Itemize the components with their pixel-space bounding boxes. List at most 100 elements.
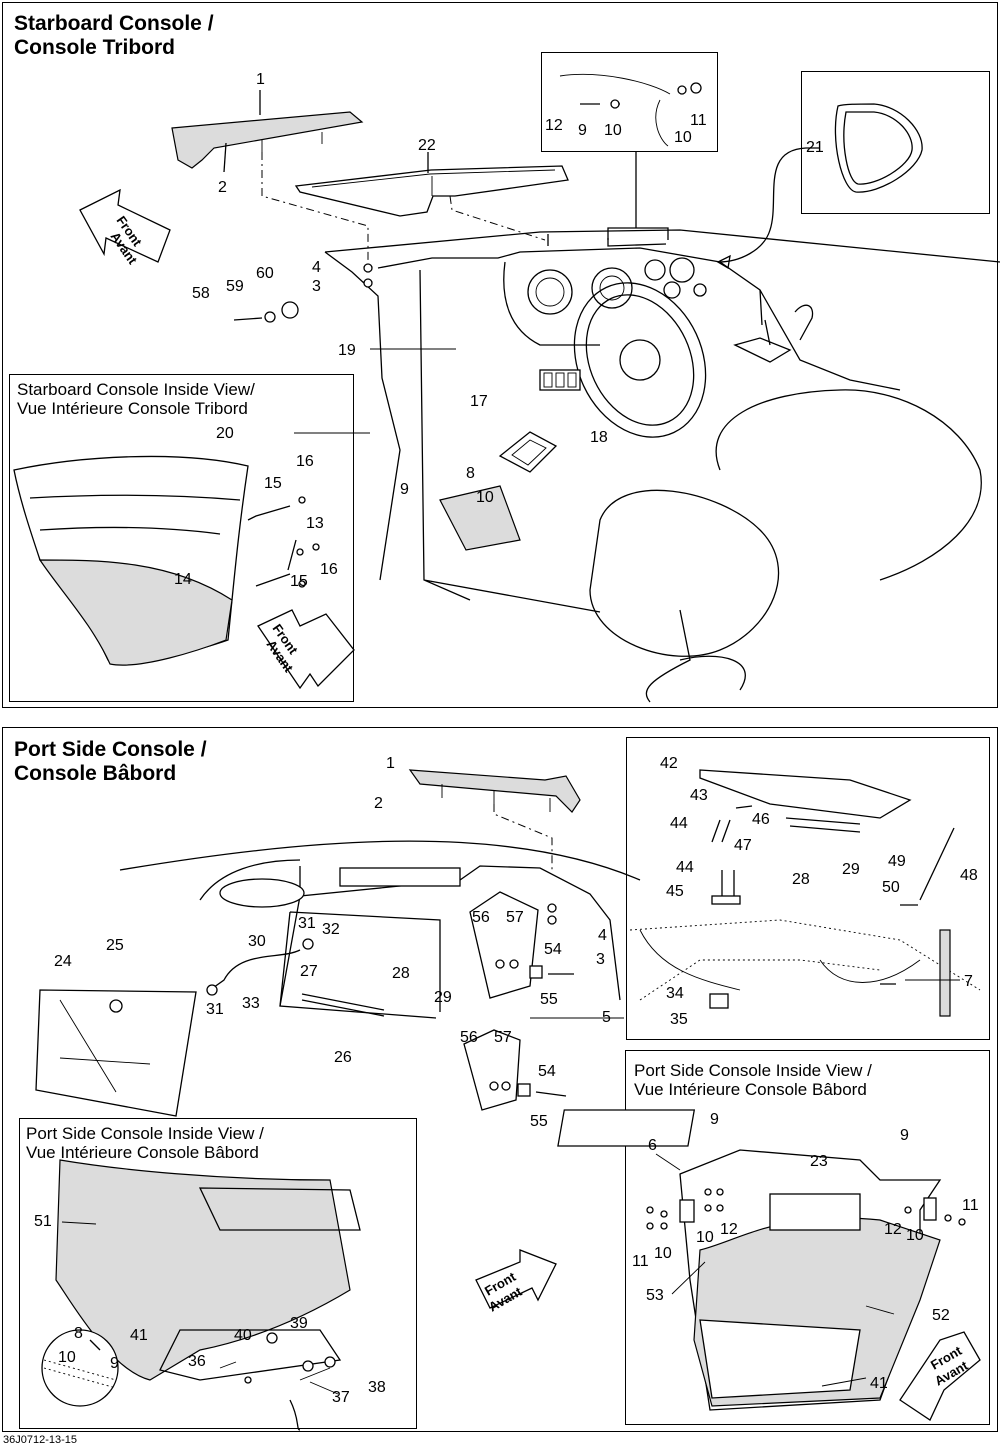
port-callout-29b: 29 [842, 861, 860, 878]
port-callout-11a: 11 [632, 1253, 649, 1270]
callout-21: 21 [806, 139, 824, 156]
port-callout-44b: 44 [676, 859, 694, 876]
callout-10a: 10 [604, 122, 622, 139]
starboard-inside-view-inset [9, 374, 354, 702]
port-callout-28b: 28 [792, 871, 810, 888]
port-callout-55b: 55 [530, 1113, 548, 1130]
front-arrow-port-left: Front Avant [475, 1249, 557, 1315]
port-callout-10a: 10 [654, 1245, 672, 1262]
port-callout-10b: 10 [696, 1229, 714, 1246]
port-callout-44a: 44 [670, 815, 688, 832]
port-callout-53: 53 [646, 1287, 664, 1304]
port-callout-56b: 56 [460, 1029, 478, 1046]
starboard-title: Starboard Console / Console Tribord [14, 12, 214, 60]
starboard-fastener-detail-inset [541, 52, 718, 152]
port-inside-view-inset-right [625, 1050, 990, 1425]
callout-16a: 16 [296, 453, 314, 470]
port-callout-39: 39 [290, 1315, 308, 1332]
port-callout-4: 4 [598, 927, 607, 944]
callout-10b: 10 [674, 129, 692, 146]
callout-15b: 15 [290, 573, 308, 590]
starboard-seal-detail-inset [801, 71, 990, 214]
starboard-section-frame [2, 2, 998, 708]
port-inside-b-line2: Vue Intérieure Console Bâbord [634, 1080, 867, 1099]
callout-16b: 16 [320, 561, 338, 578]
port-hardware-detail-inset [626, 737, 990, 1040]
port-callout-23: 23 [810, 1153, 828, 1170]
port-callout-49: 49 [888, 853, 906, 870]
port-callout-5: 5 [602, 1009, 611, 1026]
port-callout-33: 33 [242, 995, 260, 1012]
callout-1: 1 [256, 71, 265, 88]
port-callout-41: 41 [130, 1327, 148, 1344]
port-callout-6: 6 [648, 1137, 657, 1154]
port-callout-51: 51 [34, 1213, 52, 1230]
front-arrow-port-right: Front Avant [899, 1331, 981, 1421]
callout-60: 60 [256, 265, 274, 282]
port-callout-46: 46 [752, 811, 770, 828]
port-callout-41b: 41 [870, 1375, 888, 1392]
callout-12: 12 [545, 117, 563, 134]
callout-58: 58 [192, 285, 210, 302]
port-callout-9b: 9 [900, 1127, 909, 1144]
port-callout-57a: 57 [506, 909, 524, 926]
callout-20: 20 [216, 425, 234, 442]
port-callout-56a: 56 [472, 909, 490, 926]
starboard-title-line2: Console Tribord [14, 36, 176, 59]
port-callout-11b: 11 [962, 1197, 979, 1214]
port-inside-a-line2: Vue Intérieure Console Bâbord [26, 1143, 259, 1162]
callout-9: 9 [578, 122, 587, 139]
callout-22: 22 [418, 137, 436, 154]
port-inside-b-line1: Port Side Console Inside View / [634, 1061, 872, 1080]
port-callout-27: 27 [300, 963, 318, 980]
callout-3: 3 [312, 278, 321, 295]
port-callout-10: 10 [58, 1349, 76, 1366]
starboard-console-body [324, 229, 1000, 581]
port-callout-50: 50 [882, 879, 900, 896]
port-callout-1: 1 [386, 755, 395, 772]
callout-13: 13 [306, 515, 324, 532]
port-callout-2: 2 [374, 795, 383, 812]
port-callout-25: 25 [106, 937, 124, 954]
port-callout-48: 48 [960, 867, 978, 884]
drawing-code: 36J0712-13-15 [3, 1434, 78, 1446]
port-callout-54a: 54 [544, 941, 562, 958]
callout-8: 8 [466, 465, 475, 482]
port-callout-32: 32 [322, 921, 340, 938]
callout-19: 19 [338, 342, 356, 359]
port-callout-28: 28 [392, 965, 410, 982]
callout-18: 18 [590, 429, 608, 446]
port-part-23-cover [557, 1109, 696, 1147]
port-callout-52: 52 [932, 1307, 950, 1324]
port-title-line2: Console Bâbord [14, 762, 177, 785]
port-callout-8: 8 [74, 1325, 83, 1342]
starboard-inside-line2: Vue Intérieure Console Tribord [17, 399, 248, 418]
callout-14: 14 [174, 571, 192, 588]
callout-2: 2 [218, 179, 227, 196]
port-callout-35: 35 [670, 1011, 688, 1028]
port-callout-36: 36 [188, 1353, 206, 1370]
port-part-1-trim-cap [408, 769, 581, 813]
port-callout-38: 38 [368, 1379, 386, 1396]
starboard-inside-view-title: Starboard Console Inside View/ Vue Intér… [17, 380, 255, 418]
port-callout-31a: 31 [298, 915, 316, 932]
port-callout-42: 42 [660, 755, 678, 772]
front-arrow-starboard-bottom: Front Avant [257, 609, 355, 690]
port-callout-37: 37 [332, 1389, 350, 1406]
port-callout-29: 29 [434, 989, 452, 1006]
port-callouts: 1 2 4 3 5 25 24 30 31 32 27 28 29 31 33 … [34, 755, 979, 1406]
port-part-42-door [699, 769, 912, 819]
port-callout-24: 24 [54, 953, 72, 970]
port-inside-view-title-left: Port Side Console Inside View / Vue Inté… [26, 1124, 264, 1162]
port-callout-30: 30 [248, 933, 266, 950]
callout-17: 17 [470, 393, 488, 410]
port-title-line1: Port Side Console / [14, 738, 207, 761]
port-callout-40: 40 [234, 1327, 252, 1344]
port-callout-45: 45 [666, 883, 684, 900]
starboard-title-line1: Starboard Console / [14, 12, 214, 35]
port-callout-43: 43 [690, 787, 708, 804]
port-callout-55a: 55 [540, 991, 558, 1008]
port-callout-9: 9 [110, 1355, 119, 1372]
port-callout-31b: 31 [206, 1001, 224, 1018]
